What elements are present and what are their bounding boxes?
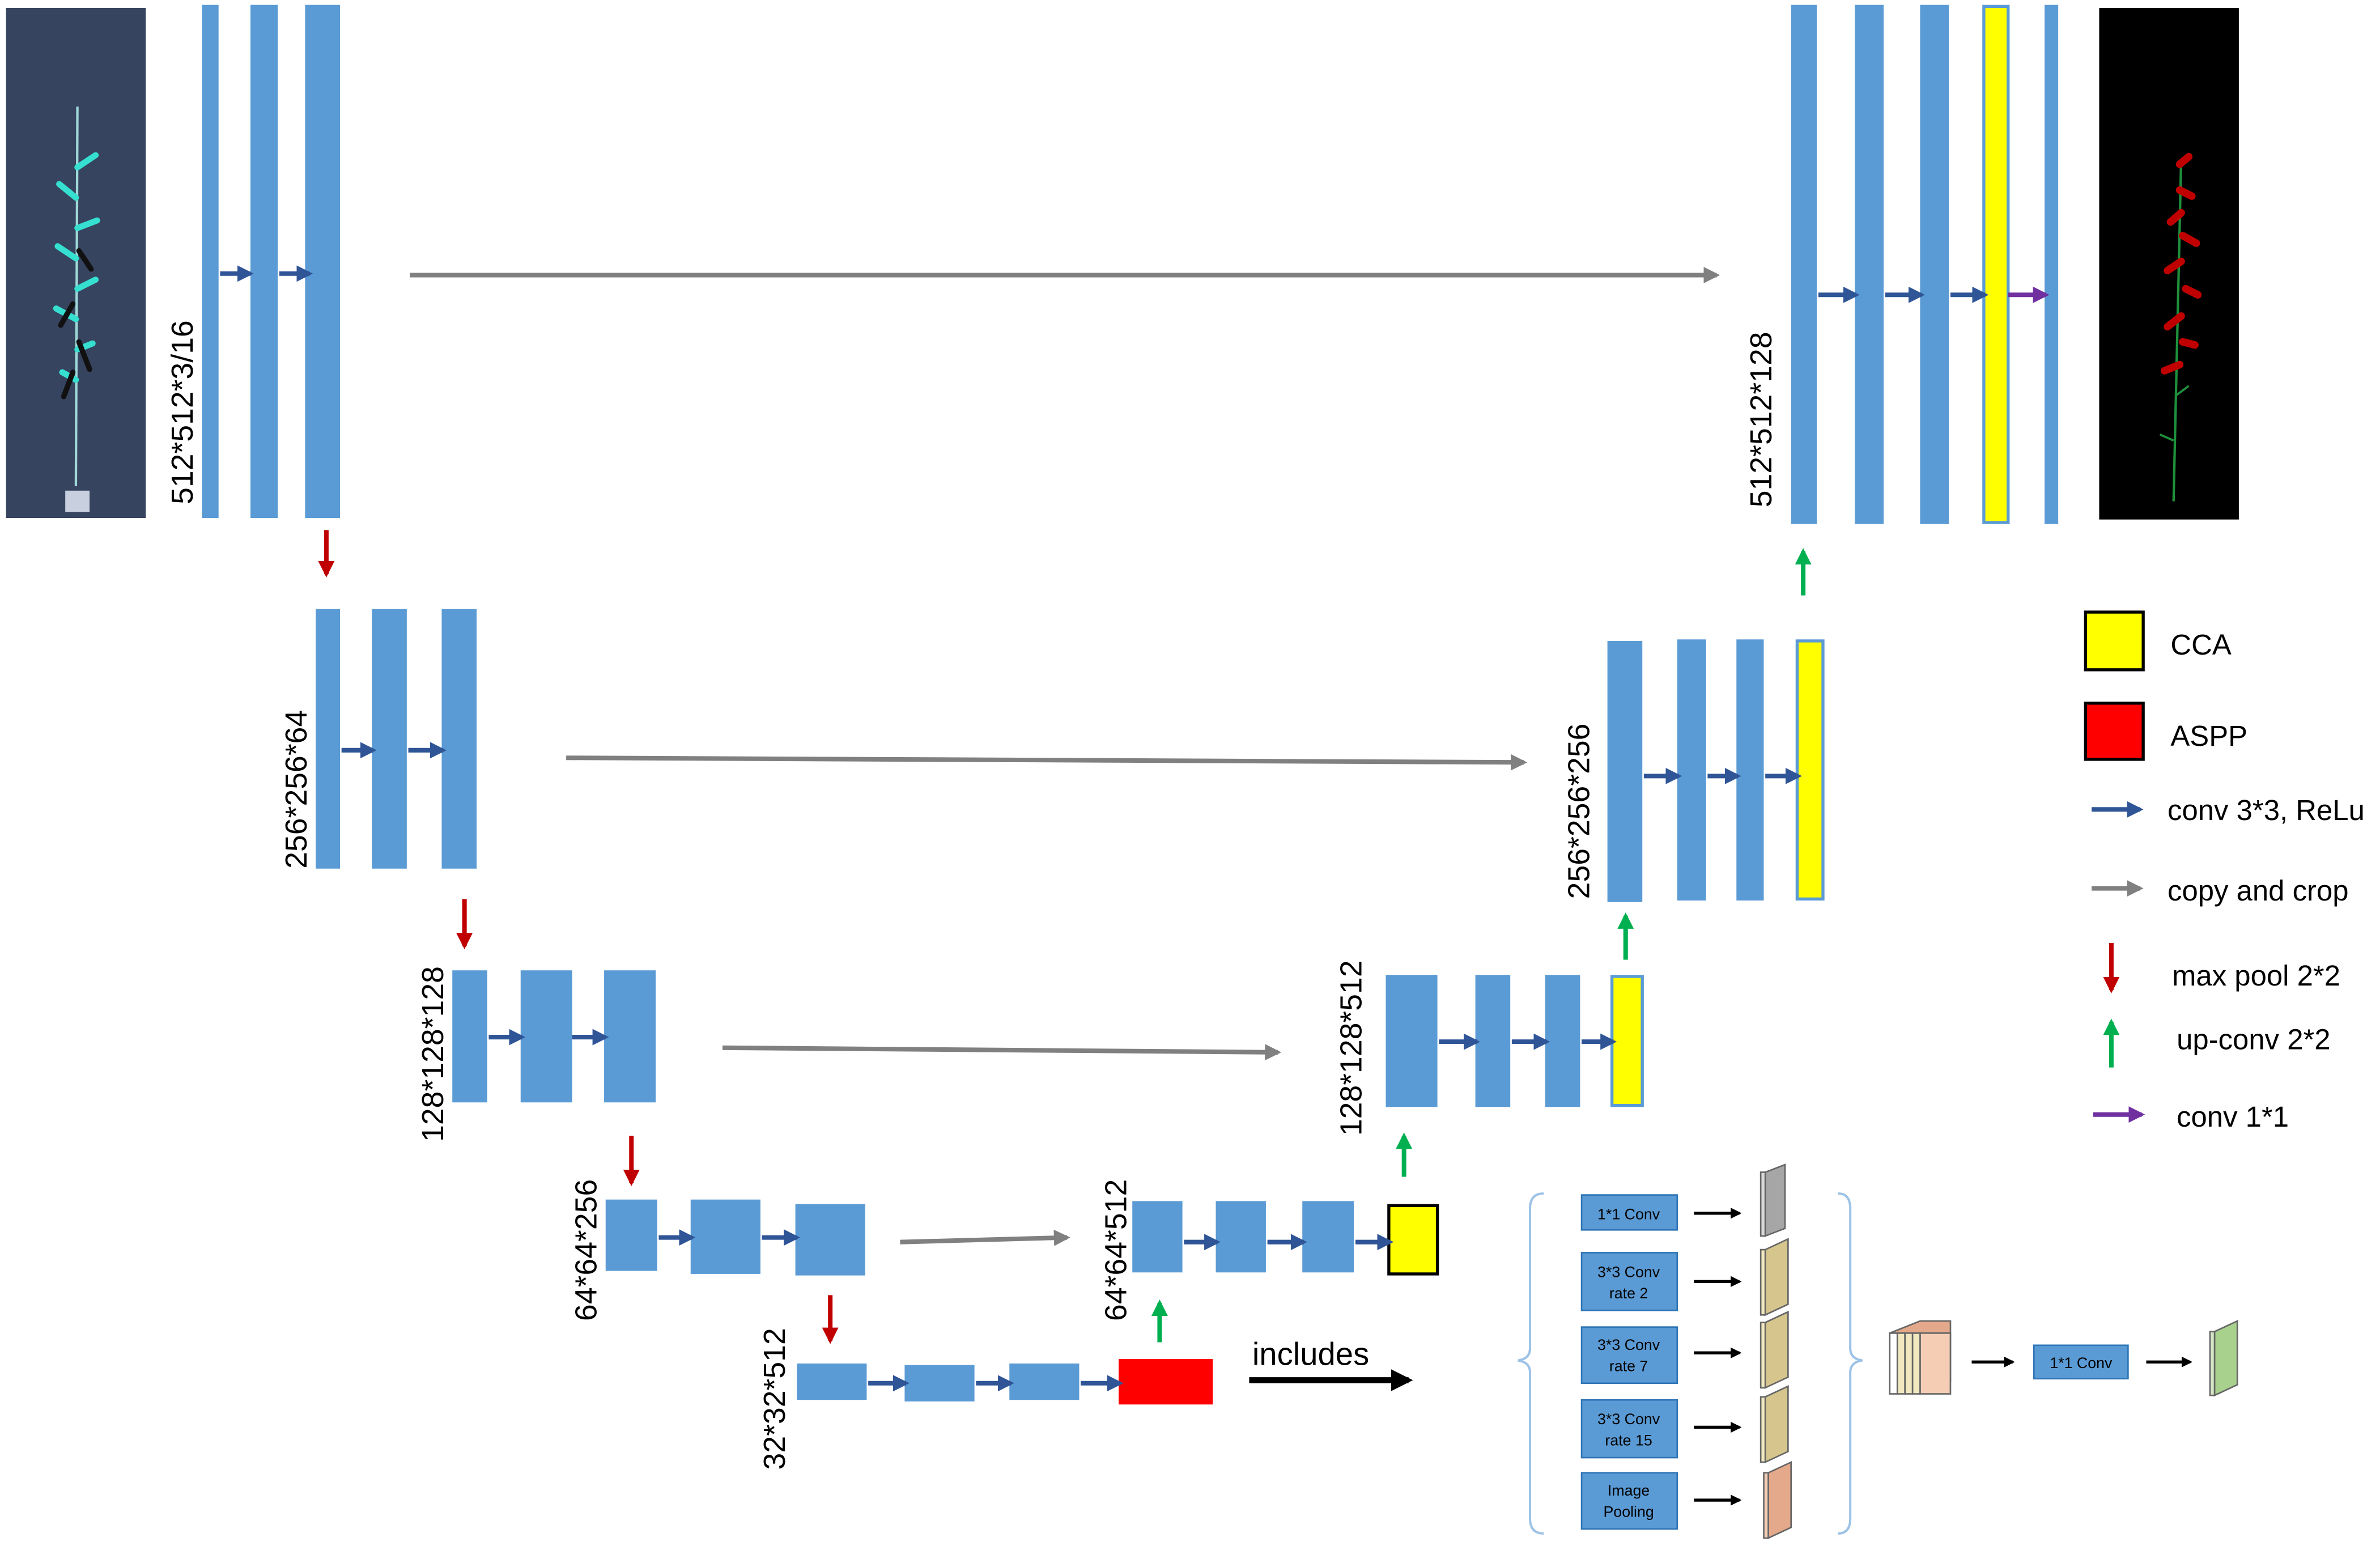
aspp-detail: 1*1 Conv 3*3 Conv rate 2 3*3 Conv rate 7… [1518,1163,2238,1540]
bottleneck-dimension-label: 32*32*512 [758,1328,792,1469]
aspp-branch1-label: 1*1 Conv [1597,1206,1660,1223]
decoder1-output-block [2045,5,2059,524]
legend-conv-label: conv 3*3, ReLu [2168,794,2365,826]
aspp-branch-rate15 [1580,1399,1678,1459]
encoder2-block-3 [441,609,477,869]
aspp-left-bracket [1518,1192,1544,1535]
aspp-branch-image-pooling [1580,1472,1678,1530]
decoder2-block-1 [1607,640,1643,902]
output-segmentation-mask [2099,8,2239,520]
encoder3-dimension-label: 128*128*128 [416,966,450,1142]
decoder2-cca-block [1795,639,1825,901]
decoder2-block-3 [1736,639,1764,901]
legend-cca-swatch [2084,610,2145,672]
decoder4-block-2 [1216,1201,1266,1273]
copy-arrow-level2 [566,754,1528,771]
feature-map-tan [1760,1310,1789,1389]
copy-arrow-level4 [900,1229,1070,1246]
input-plant-image [6,8,146,518]
encoder1-block-3 [305,5,340,518]
feature-map-gray [1760,1163,1786,1237]
encoder3-block-2 [520,970,572,1103]
aspp-branch-rate7 [1580,1326,1678,1384]
aspp-branch5-label-1: Image [1608,1482,1650,1499]
decoder4-dimension-label: 64*64*512 [1099,1179,1133,1321]
encoder1-block-1 [202,5,219,518]
decoder3-block-1 [1386,975,1438,1107]
encoder1-dimension-label: 512*512*3/16 [166,320,199,504]
legend-aspp-label: ASPP [2170,720,2247,752]
feature-map-tan [1760,1385,1789,1464]
aspp-block [1119,1358,1213,1405]
encoder4-block-2 [690,1199,760,1274]
encoder3-block-3 [604,970,656,1103]
decoder4-block-1 [1132,1201,1183,1273]
bottleneck-block-3 [1009,1363,1080,1400]
aspp-branch3-label-1: 3*3 Conv [1597,1336,1660,1353]
aspp-branch5-label-2: Pooling [1603,1503,1654,1520]
decoder4-block-3 [1302,1201,1354,1273]
encoder3-block-1 [452,970,487,1103]
encoder1-block-2 [250,5,278,518]
decoder1-cca-block [1982,5,2010,524]
decoder3-block-2 [1475,975,1511,1107]
aspp-branch4-label-2: rate 15 [1605,1432,1652,1449]
encoder4-block-1 [605,1199,657,1271]
feature-map-salmon [1763,1460,1792,1540]
aspp-branch2-label-2: rate 2 [1609,1285,1648,1302]
legend-upconv-label: up-conv 2*2 [2177,1023,2331,1056]
legend-cca-label: CCA [2170,628,2231,661]
encoder4-block-3 [795,1204,865,1276]
aspp-final-conv-label: 1*1 Conv [2050,1354,2113,1371]
legend-copy-label: copy and crop [2168,874,2349,907]
legend-maxpool-label: max pool 2*2 [2172,959,2340,992]
legend: CCA ASPP conv 3*3, ReLu copy and crop ma… [2084,610,2365,1133]
decoder3-cca-block [1610,975,1644,1107]
encoder4-dimension-label: 64*64*256 [570,1179,604,1321]
bottleneck-block-2 [904,1365,975,1401]
encoder2-block-1 [316,609,340,869]
decoder2-dimension-label: 256*256*256 [1562,724,1596,899]
decoder1-block-3 [1920,5,1949,524]
aspp-branch2-label-1: 3*3 Conv [1597,1263,1660,1280]
aspp-branch-1x1-conv [1580,1194,1678,1231]
decoder3-block-3 [1545,975,1580,1107]
decoder3-dimension-label: 128*128*512 [1335,960,1368,1136]
encoder2-dimension-label: 256*256*64 [280,710,313,869]
aspp-branch4-label-1: 3*3 Conv [1597,1411,1660,1428]
feature-map-green [2209,1319,2238,1397]
feature-map-tan [1760,1238,1789,1316]
legend-conv1-label: conv 1*1 [2177,1101,2289,1133]
aspp-branch3-label-2: rate 7 [1609,1357,1648,1374]
bottleneck-block-1 [797,1363,867,1400]
encoder2-block-2 [372,609,407,869]
decoder1-block-1 [1791,5,1817,524]
decoder1-block-2 [1855,5,1884,524]
aspp-final-1x1-conv [2033,1344,2129,1380]
legend-aspp-swatch [2084,702,2145,761]
decoder1-dimension-label: 512*512*128 [1745,332,1778,507]
decoder2-block-2 [1677,639,1706,901]
includes-label: includes [1252,1336,1369,1372]
concatenated-feature-stack [1888,1320,1952,1395]
aspp-right-bracket [1838,1192,1863,1535]
aspp-branch-rate2 [1580,1252,1678,1311]
copy-arrow-level3 [722,1044,1282,1061]
decoder4-cca-block [1387,1204,1439,1276]
